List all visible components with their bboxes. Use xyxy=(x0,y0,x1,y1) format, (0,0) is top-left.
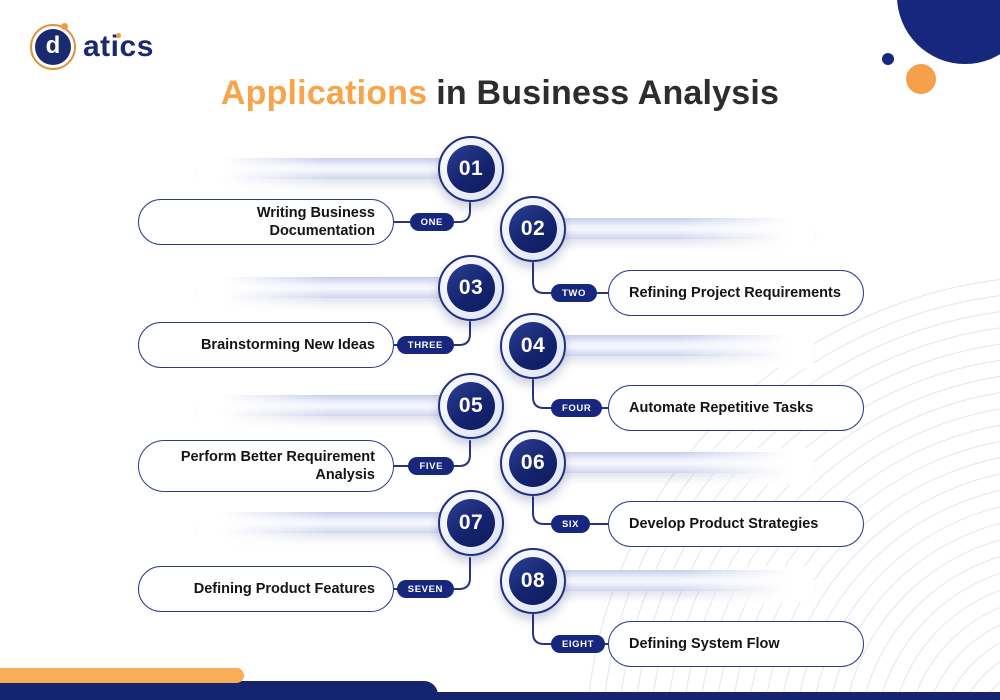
logo-ring-icon: d xyxy=(30,23,76,70)
decorative-dot-orange xyxy=(906,64,936,94)
bottom-strip-navy xyxy=(437,692,1000,700)
wordmark-i-dot-icon xyxy=(116,33,121,38)
brand-logo: d atics xyxy=(30,23,154,70)
title-rest: in Business Analysis xyxy=(436,74,780,112)
logo-letter-circle: d xyxy=(35,29,71,65)
decorative-dot-navy xyxy=(882,53,894,65)
logo-letter: d xyxy=(45,32,61,59)
title-highlight: Applications xyxy=(220,74,428,112)
logo-ring-dot-icon xyxy=(61,23,68,30)
bottom-bar-orange xyxy=(0,668,244,683)
bottom-bar-navy xyxy=(0,681,438,700)
